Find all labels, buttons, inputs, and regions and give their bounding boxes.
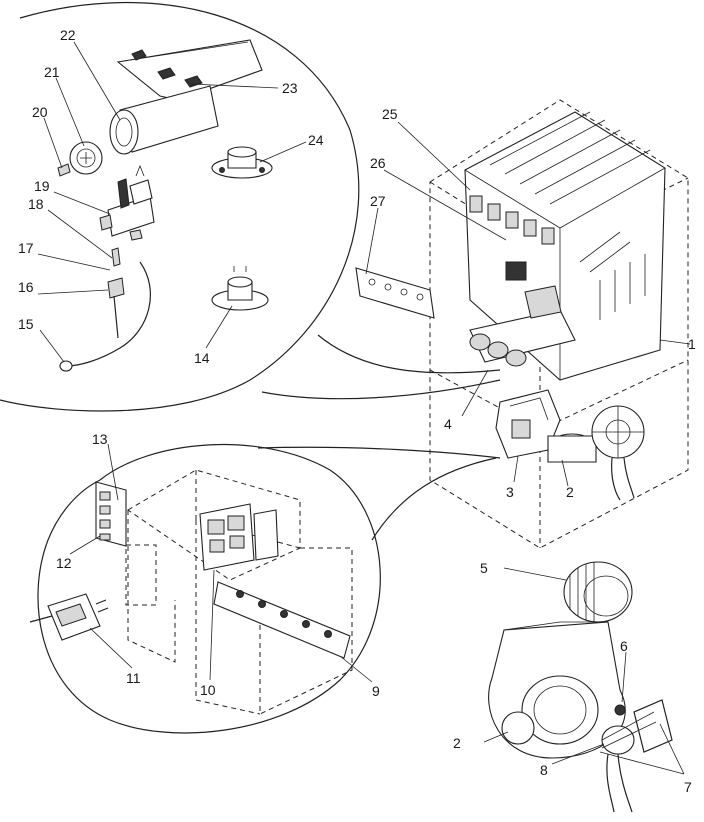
callout-17: 17: [18, 240, 34, 256]
callout-19: 19: [34, 178, 50, 194]
motor-mount-part: [601, 699, 673, 813]
callout-25: 25: [382, 106, 398, 122]
limit-switch-part: [211, 146, 273, 179]
callout-8: 8: [540, 762, 548, 778]
wiring-terminal-board: [213, 581, 351, 659]
callout-14: 14: [194, 350, 210, 366]
leader-lines: [37, 41, 691, 775]
grommet-part: [614, 704, 626, 716]
callout-9: 9: [372, 683, 380, 699]
blower-wheel-part: [563, 561, 633, 623]
tube-end-part: [59, 360, 73, 372]
callout-15: 15: [18, 316, 34, 332]
callout-22: 22: [60, 27, 76, 43]
callout-labels: 1 2 2 3 4 5 6 7 8 9 10 11 12 13 14 15 16…: [18, 27, 696, 795]
screw-part: [57, 163, 71, 177]
callout-10: 10: [200, 682, 216, 698]
callout-12: 12: [56, 555, 72, 571]
callout-20: 20: [32, 104, 48, 120]
callout-3: 3: [506, 484, 514, 500]
callout-21: 21: [44, 64, 60, 80]
upper-detail-circle: [0, 1, 501, 412]
callout-5: 5: [480, 560, 488, 576]
inducer-motor: [547, 433, 597, 463]
callout-11: 11: [126, 670, 141, 686]
terminal-strip-part: [95, 481, 127, 547]
burner-rail-bracket: [355, 267, 435, 319]
callout-18: 18: [28, 196, 44, 212]
inducer-wheel: [591, 405, 645, 501]
callout-2-blower: 2: [453, 735, 461, 751]
callout-6: 6: [620, 638, 628, 654]
callout-23: 23: [282, 80, 298, 96]
lower-detail-circle: [37, 443, 501, 734]
rollout-switch-part: [211, 266, 269, 311]
pilot-assembly-part: [99, 164, 155, 237]
blower-housing: [488, 621, 626, 759]
heat-exchanger: [464, 111, 666, 381]
callout-26: 26: [370, 155, 386, 171]
callout-27: 27: [370, 193, 386, 209]
burner-tube-part: [109, 85, 219, 155]
door-switch-part: [29, 593, 109, 641]
thermocouple-part: [65, 261, 151, 367]
callout-4: 4: [444, 416, 452, 432]
orifice-disc-part: [69, 141, 103, 175]
pilot-fitting-part: [111, 229, 143, 267]
callout-1: 1: [688, 336, 696, 352]
callout-7: 7: [684, 779, 692, 795]
callout-2-inducer: 2: [566, 484, 574, 500]
burner-manifold: [469, 285, 576, 367]
callout-16: 16: [18, 279, 34, 295]
callout-24: 24: [308, 132, 324, 148]
callout-13: 13: [92, 431, 108, 447]
relay-part: [199, 503, 279, 571]
